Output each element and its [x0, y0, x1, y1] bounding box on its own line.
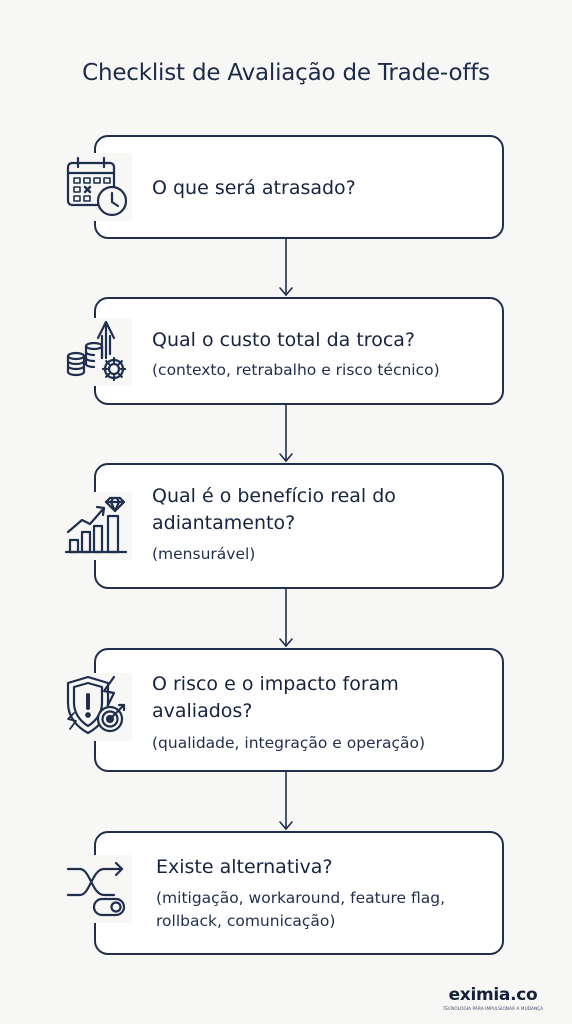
- shuffle-toggle-icon: [64, 855, 132, 923]
- checklist-card-delay: O que será atrasado?: [94, 135, 504, 239]
- growth-chart-diamond-icon: [64, 492, 132, 560]
- checklist-card-alternative: Existe alternativa? (mitigação, workarou…: [94, 831, 504, 955]
- coins-gear-icon: [64, 318, 132, 386]
- card-subtitle: (mitigação, workaround, feature flag, ro…: [156, 889, 446, 930]
- card-subtitle: (mensurável): [152, 545, 256, 563]
- checklist-card-cost: Qual o custo total da troca? (contexto, …: [94, 297, 504, 405]
- card-subtitle: (qualidade, integração e operação): [152, 734, 426, 752]
- checklist-card-benefit: Qual é o benefício real do adiantamento?…: [94, 463, 504, 589]
- brand-logo: eximia.co TECNOLOGIA PARA IMPULSIONAR A …: [432, 985, 554, 1011]
- card-question: Existe alternativa?: [156, 856, 333, 878]
- page-title: Checklist de Avaliação de Trade-offs: [82, 60, 490, 86]
- brand-tagline: TECNOLOGIA PARA IMPULSIONAR A MUDANÇA: [442, 1006, 544, 1011]
- flow-arrow: [279, 405, 293, 463]
- flow-arrow: [279, 772, 293, 831]
- flow-arrow: [279, 239, 293, 297]
- shield-target-icon: [64, 673, 132, 741]
- flow-arrow: [279, 589, 293, 648]
- card-question: O risco e o impacto foram avaliados?: [152, 673, 399, 722]
- checklist-card-risk: O risco e o impacto foram avaliados? (qu…: [94, 648, 504, 772]
- card-subtitle: (contexto, retrabalho e risco técnico): [152, 361, 440, 379]
- brand-name: eximia.co: [448, 985, 538, 1005]
- calendar-clock-icon: [64, 153, 132, 221]
- card-question: Qual é o benefício real do adiantamento?: [152, 485, 396, 534]
- card-question: Qual o custo total da troca?: [152, 329, 415, 351]
- card-question: O que será atrasado?: [152, 177, 356, 199]
